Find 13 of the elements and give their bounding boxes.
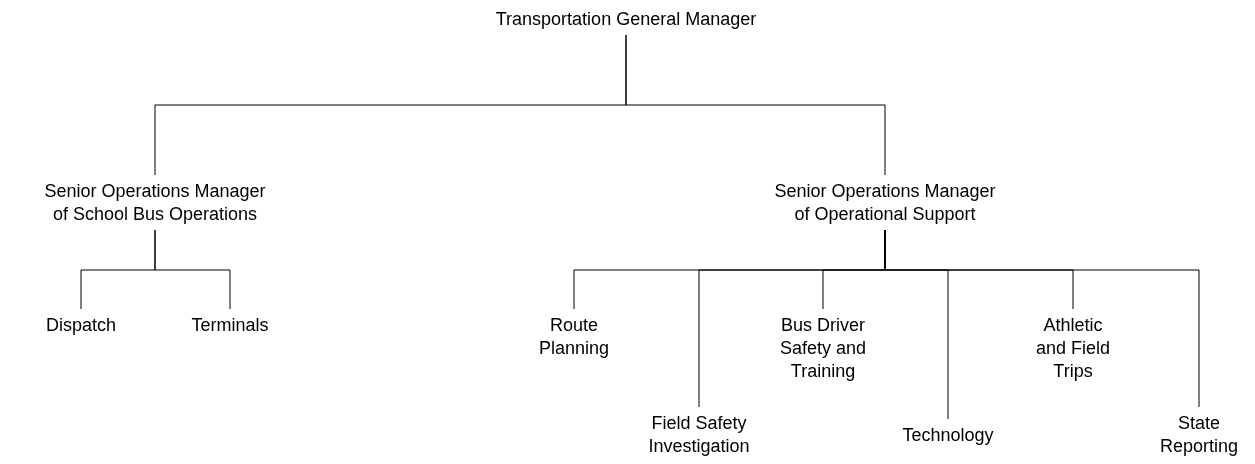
connector-line (625, 34, 886, 176)
role-label: Technology (902, 424, 994, 447)
role-label: Field Safety Investigation (647, 412, 751, 458)
role-label: Terminals (191, 314, 269, 337)
role-label: Senior Operations Manager of Operational Support (773, 180, 997, 226)
role-label: Bus Driver Safety and Training (778, 314, 868, 383)
role-label: Dispatch (46, 314, 116, 337)
role-label: Transportation General Manager (495, 8, 757, 31)
connector-line (154, 229, 231, 310)
role-label: Senior Operations Manager of School Bus Operations (43, 180, 267, 226)
role-label: Athletic and Field Trips (1034, 314, 1112, 383)
role-label: Route Planning (537, 314, 611, 360)
role-label: State Reporting (1158, 412, 1239, 458)
